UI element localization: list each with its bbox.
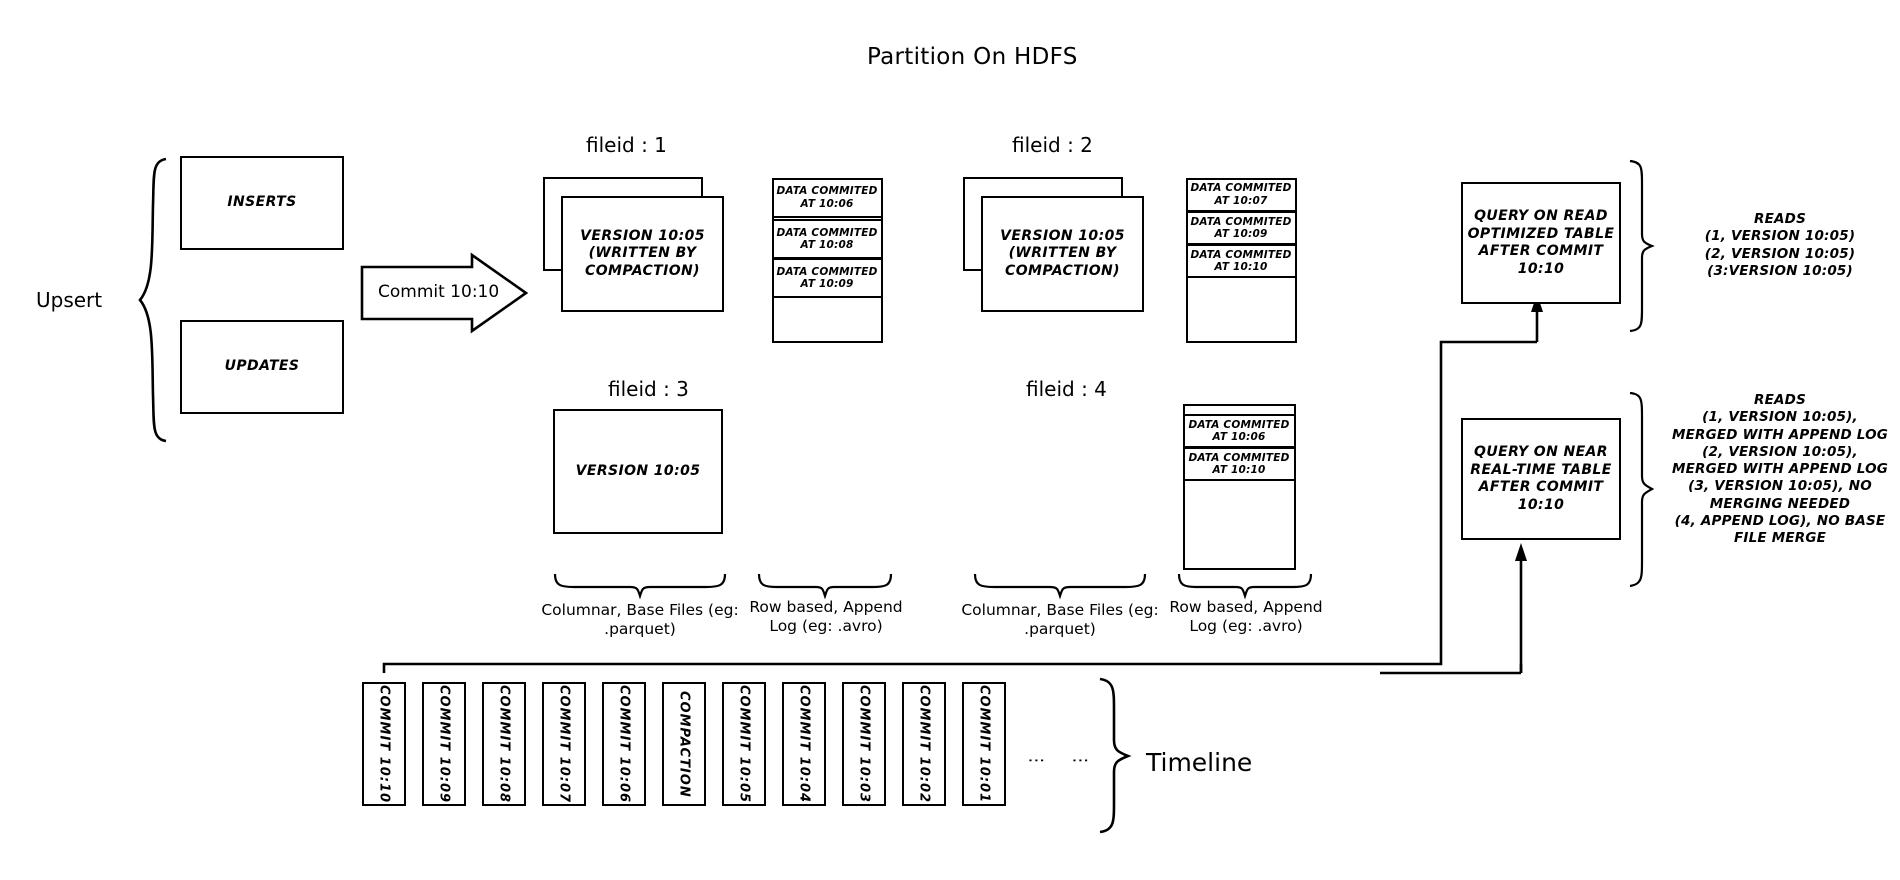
commit-arrow-icon [360,252,529,334]
fileid-2-log-stack: DATA COMMITED AT 10:07 DATA COMMITED AT … [1185,177,1297,343]
fileid-3-base-text: VERSION 10:05 [575,462,701,479]
read-optimized-reads-text: READS (1, VERSION 10:05) (2, VERSION 10:… [1704,211,1856,279]
updates-box[interactable]: UPDATES [180,320,344,414]
query-read-optimized-text: QUERY ON READ OPTIMIZED TABLE AFTER COMM… [1467,208,1615,277]
commit-arrow-label: Commit 10:10 [378,282,500,302]
fileid-2-base-text: VERSION 10:05 (WRITTEN BY COMPACTION) [1000,227,1125,279]
columnar-left-brace-icon [553,573,727,600]
fileid-1-log-entry-0[interactable]: DATA COMMITED AT 10:06 [771,177,883,218]
inserts-label: INSERTS [227,194,297,211]
query-near-realtime-text: QUERY ON NEAR REAL-TIME TABLE AFTER COMM… [1470,444,1612,513]
rowbased-right-caption: Row based, Append Log (eg: .avro) [1169,598,1323,635]
rowbased-right-brace-icon [1177,573,1313,600]
rowbased-left-brace-icon [757,573,893,600]
query-read-optimized-box[interactable]: QUERY ON READ OPTIMIZED TABLE AFTER COMM… [1461,182,1621,304]
timeline-cell-6[interactable]: COMMIT 10:05 [722,682,766,806]
fileid-2-base-file[interactable]: VERSION 10:05 (WRITTEN BY COMPACTION) [981,196,1144,312]
fileid-2-header: fileid : 2 [1012,133,1093,157]
timeline-ellipsis-2: ⋮ [1070,752,1090,771]
updates-label: UPDATES [224,358,300,375]
fileid-1-log-entry-1[interactable]: DATA COMMITED AT 10:08 [771,219,883,259]
inserts-box[interactable]: INSERTS [180,156,344,250]
timeline-cell-0[interactable]: COMMIT 10:10 [362,682,406,806]
fileid-1-base-file[interactable]: VERSION 10:05 (WRITTEN BY COMPACTION) [561,196,724,312]
read-optimized-brace-icon [1629,159,1655,333]
timeline-cell-7[interactable]: COMMIT 10:04 [782,682,826,806]
timeline-cell-5[interactable]: COMPACTION [662,682,706,806]
fileid-1-log-entry-2[interactable]: DATA COMMITED AT 10:09 [771,258,883,298]
timeline-cell-4[interactable]: COMMIT 10:06 [602,682,646,806]
page-title: Partition On HDFS [867,44,1078,70]
fileid-2-log-entry-0[interactable]: DATA COMMITED AT 10:07 [1185,177,1297,212]
fileid-2-log-entry-1[interactable]: DATA COMMITED AT 10:09 [1185,211,1297,245]
timeline-cell-10[interactable]: COMMIT 10:01 [962,682,1006,806]
timeline-label: Timeline [1146,748,1253,777]
fileid-4-log-stack: DATA COMMITED AT 10:06 DATA COMMITED AT … [1182,404,1296,570]
timeline-cell-2[interactable]: COMMIT 10:08 [482,682,526,806]
timeline-cell-9[interactable]: COMMIT 10:02 [902,682,946,806]
fileid-1-log-stack: DATA COMMITED AT 10:06 DATA COMMITED AT … [771,177,883,343]
fileid-4-log-entry-1[interactable]: DATA COMMITED AT 10:10 [1182,447,1296,481]
query-near-realtime-box[interactable]: QUERY ON NEAR REAL-TIME TABLE AFTER COMM… [1461,418,1621,540]
columnar-right-caption: Columnar, Base Files (eg: .parquet) [961,601,1159,638]
timeline-cell-3[interactable]: COMMIT 10:07 [542,682,586,806]
timeline-brace-icon [1099,677,1132,834]
fileid-2-log-entry-2[interactable]: DATA COMMITED AT 10:10 [1185,244,1297,278]
fileid-1-header: fileid : 1 [586,133,667,157]
fileid-1-base-text: VERSION 10:05 (WRITTEN BY COMPACTION) [580,227,705,279]
near-realtime-reads-text: READS (1, VERSION 10:05), MERGED WITH AP… [1671,392,1889,547]
columnar-right-brace-icon [973,573,1147,600]
fileid-3-base-file[interactable]: VERSION 10:05 [553,409,723,534]
rowbased-left-caption: Row based, Append Log (eg: .avro) [749,598,903,635]
timeline-cell-1[interactable]: COMMIT 10:09 [422,682,466,806]
upsert-label: Upsert [36,288,103,312]
near-realtime-brace-icon [1629,391,1655,588]
upsert-brace-icon [138,157,167,443]
columnar-left-caption: Columnar, Base Files (eg: .parquet) [541,601,739,638]
fileid-4-header: fileid : 4 [1026,377,1107,401]
timeline-cell-8[interactable]: COMMIT 10:03 [842,682,886,806]
fileid-3-header: fileid : 3 [608,377,689,401]
timeline-ellipsis-1: ⋮ [1026,752,1046,771]
